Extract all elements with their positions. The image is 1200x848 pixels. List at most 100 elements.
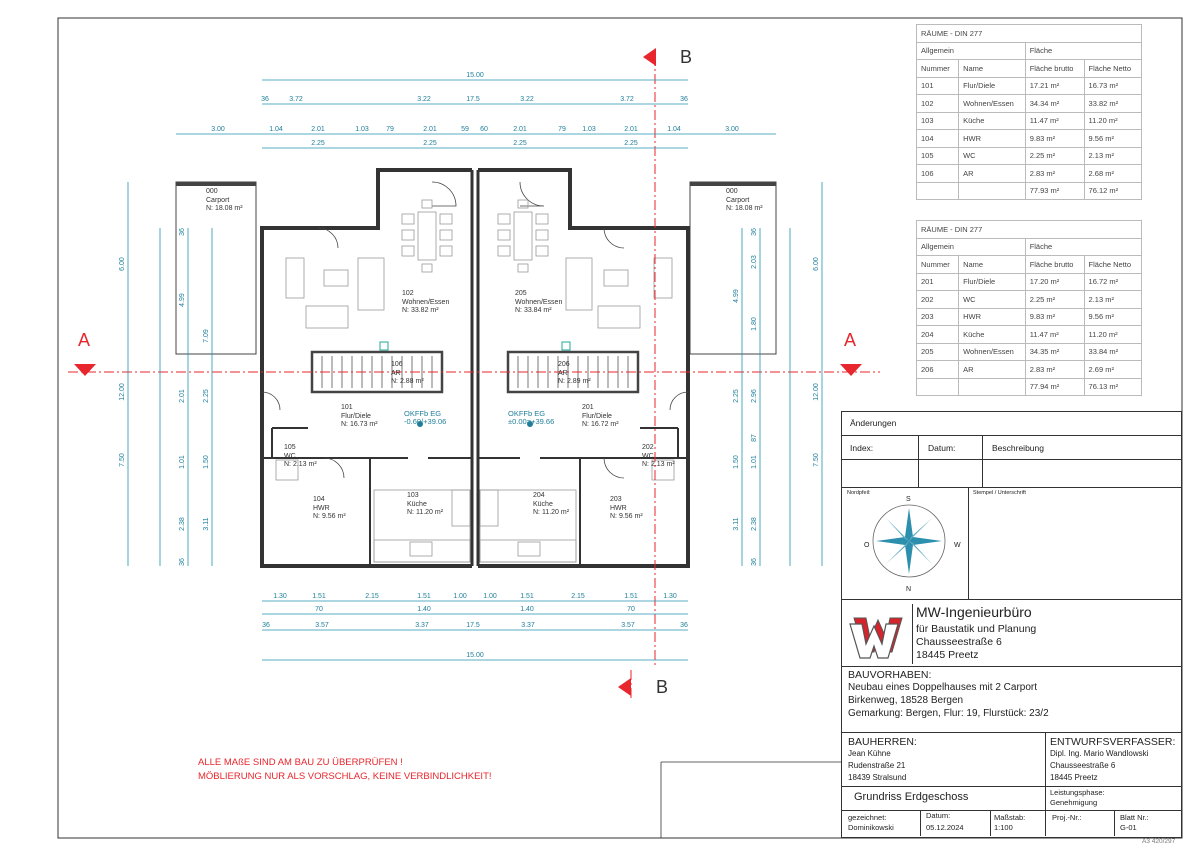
dimension-label: 2.96 bbox=[751, 389, 758, 403]
room-area: N: 2.89 m² bbox=[558, 378, 591, 385]
table-cell: 9.83 m² bbox=[1024, 129, 1085, 148]
level-left: OKFFb EG -0.60/+39.06 bbox=[404, 410, 446, 426]
dimension-label: 36 bbox=[261, 96, 269, 103]
owner-line2: Rudenstraße 21 bbox=[848, 761, 906, 770]
changes-label: Änderungen bbox=[850, 418, 897, 428]
sheet-label: Blatt Nr.: bbox=[1120, 813, 1149, 822]
table-cell: 2.69 m² bbox=[1083, 360, 1143, 379]
dimension-label: 3.22 bbox=[417, 96, 431, 103]
table-cell: 11.20 m² bbox=[1083, 111, 1143, 130]
dimension-label: 3.22 bbox=[520, 96, 534, 103]
table-cell: Allgemein bbox=[916, 41, 1026, 60]
table-cell: WC bbox=[958, 290, 1026, 309]
project-line3: Gemarkung: Bergen, Flur: 19, Flurstück: … bbox=[848, 708, 1049, 719]
table-cell: 9.56 m² bbox=[1083, 129, 1143, 148]
dimension-label: 1.04 bbox=[667, 126, 681, 133]
dimension-label: 1.01 bbox=[751, 455, 758, 469]
table-cell: 11.47 m² bbox=[1024, 325, 1085, 344]
dimension-label: 7.50 bbox=[813, 453, 820, 467]
room-name: Flur/Diele bbox=[341, 412, 371, 420]
dimension-label: 79 bbox=[558, 126, 566, 133]
project-label: BAUVORHABEN: bbox=[848, 669, 932, 681]
room-num: 101 bbox=[341, 404, 353, 411]
table-cell: Fläche Netto bbox=[1083, 255, 1143, 274]
table-cell: 2.13 m² bbox=[1083, 290, 1143, 309]
level-left-value: -0.60/+39.06 bbox=[404, 417, 447, 426]
table-cell: 206 bbox=[915, 360, 960, 379]
room-num: 105 bbox=[284, 444, 296, 451]
dimension-label: 2.25 bbox=[624, 140, 638, 147]
table-cell: 205 bbox=[915, 342, 960, 361]
room-area: N: 2.13 m² bbox=[642, 461, 675, 468]
table-cell: RÄUME - DIN 277 bbox=[916, 220, 1142, 239]
table-cell: HWR bbox=[958, 307, 1026, 326]
dimension-label: 36 bbox=[751, 228, 758, 236]
index-label: Index: bbox=[850, 443, 874, 453]
room-num: 201 bbox=[582, 404, 594, 411]
dimension-label: 70 bbox=[315, 606, 323, 613]
dimension-label: 36 bbox=[751, 558, 758, 566]
table-cell: 76.13 m² bbox=[1083, 377, 1143, 396]
table-cell: 9.56 m² bbox=[1083, 307, 1143, 326]
room-num: 204 bbox=[533, 492, 545, 499]
dimension-label: 36 bbox=[680, 96, 688, 103]
section-lines bbox=[68, 56, 880, 700]
table-cell: Fläche bbox=[1024, 41, 1143, 60]
compass-o: O bbox=[864, 542, 870, 549]
table-cell bbox=[958, 377, 1026, 396]
table-cell: 17.20 m² bbox=[1024, 272, 1085, 291]
dimension-label: 2.25 bbox=[203, 389, 210, 403]
dimension-label: 17.5 bbox=[466, 96, 480, 103]
room-name: AR bbox=[558, 369, 568, 377]
dimension-label: 17.5 bbox=[466, 622, 480, 629]
room-area: N: 11.20 m² bbox=[533, 509, 570, 516]
table-cell: Fläche brutto bbox=[1024, 255, 1085, 274]
table-cell: 203 bbox=[915, 307, 960, 326]
doors bbox=[261, 181, 689, 479]
dimension-label: 1.30 bbox=[273, 593, 287, 600]
level-right-label: OKFFb EG bbox=[508, 409, 546, 418]
scale-label: Maßstab: bbox=[994, 813, 1026, 822]
room-num: 205 bbox=[515, 290, 527, 297]
dimension-label: 59 bbox=[461, 126, 469, 133]
note-line1: ALLE MAßE SIND AM BAU ZU ÜBERPRÜFEN ! bbox=[198, 757, 403, 768]
table-cell: Wohnen/Essen bbox=[958, 94, 1026, 113]
dimension-label: 1.00 bbox=[483, 593, 497, 600]
section-arrows bbox=[74, 48, 862, 696]
room-name: WC bbox=[642, 452, 654, 460]
dimension-label: 70 bbox=[627, 606, 635, 613]
table-cell: 2.25 m² bbox=[1024, 146, 1085, 165]
dimension-label: 2.25 bbox=[733, 389, 740, 403]
title-block: Änderungen Index: Datum: Beschreibung No… bbox=[841, 411, 1182, 838]
dimension-label: 7.50 bbox=[119, 453, 126, 467]
dimension-label: 1.03 bbox=[582, 126, 596, 133]
table-cell: 2.68 m² bbox=[1083, 164, 1143, 183]
room-num: 203 bbox=[610, 496, 622, 503]
dimension-label: 3.57 bbox=[315, 622, 329, 629]
dimension-label: 1.51 bbox=[520, 593, 534, 600]
scale-value: 1:100 bbox=[994, 823, 1013, 832]
table-cell: 11.20 m² bbox=[1083, 325, 1143, 344]
room-name: HWR bbox=[610, 504, 627, 512]
north-arrow-icon bbox=[872, 504, 946, 578]
table-cell bbox=[915, 181, 960, 200]
walls-right bbox=[476, 168, 690, 568]
office-name: MW-Ingenieurbüro bbox=[916, 604, 1032, 620]
table-cell: 202 bbox=[915, 290, 960, 309]
stamp-label: Stempel / Unterschrift bbox=[973, 490, 1026, 496]
table-cell: 16.72 m² bbox=[1083, 272, 1143, 291]
room-name: Carport bbox=[206, 196, 230, 204]
section-a-right-label: A bbox=[844, 330, 857, 350]
